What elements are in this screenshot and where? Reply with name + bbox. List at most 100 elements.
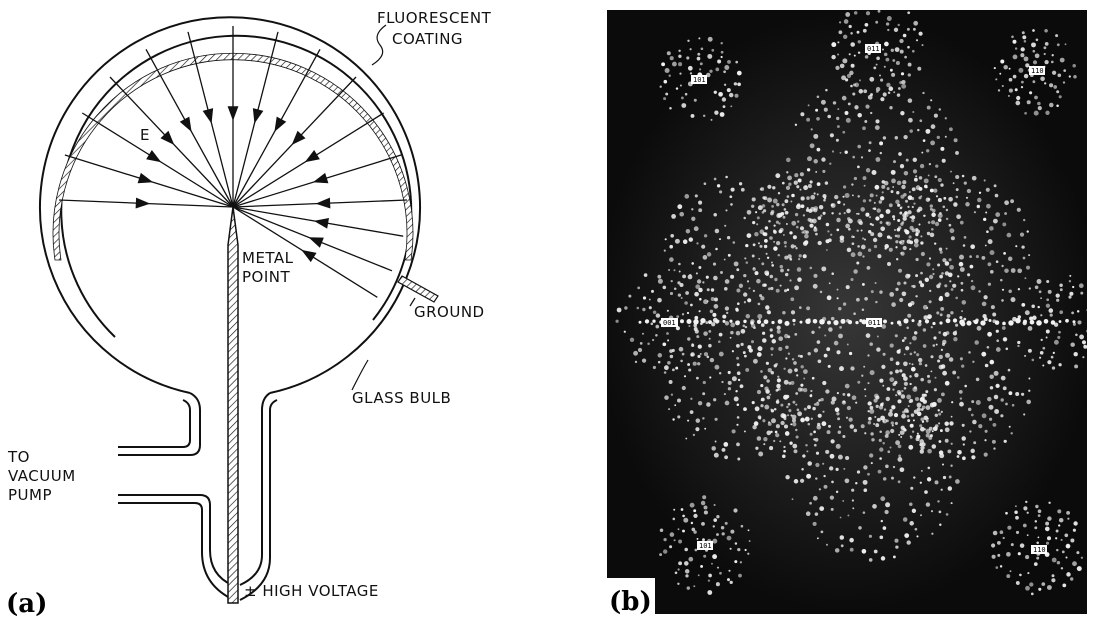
ion-spot (1005, 402, 1008, 406)
ion-spot (815, 477, 818, 480)
ion-spot (806, 207, 809, 210)
ion-spot (895, 246, 898, 249)
ion-spot (675, 87, 679, 90)
ion-spot (693, 323, 697, 328)
ion-spot (983, 317, 988, 322)
ion-spot (882, 477, 887, 481)
ion-spot (680, 297, 683, 299)
ion-spot (858, 89, 864, 94)
ion-spot (919, 424, 923, 428)
ion-spot (701, 521, 705, 526)
ion-spot (936, 135, 940, 140)
ion-spot (938, 296, 943, 302)
ion-spot (823, 484, 828, 489)
ion-spot (909, 502, 913, 507)
ion-spot (915, 175, 918, 178)
ion-spot (860, 424, 865, 429)
ion-spot (752, 289, 756, 293)
ion-spot (814, 437, 819, 442)
ion-spot (942, 205, 946, 209)
ion-spot (831, 54, 836, 60)
ion-spot (929, 188, 934, 193)
ion-spot (690, 521, 694, 525)
ion-spot (989, 417, 993, 421)
ion-spot (877, 469, 882, 474)
ion-spot (707, 53, 713, 59)
ion-spot (685, 437, 688, 440)
ion-spot (763, 196, 768, 201)
ion-spot (791, 414, 797, 420)
ion-spot (899, 211, 903, 215)
field-arrowhead (291, 130, 306, 146)
ion-spot (734, 93, 739, 98)
ion-spot (870, 111, 873, 115)
ion-spot (920, 417, 924, 422)
ion-spot (850, 366, 855, 371)
ion-spot (890, 421, 894, 425)
ion-spot (680, 508, 684, 511)
ion-spot (849, 70, 854, 76)
ion-spot (919, 449, 925, 454)
ion-spot (1068, 75, 1071, 78)
ion-spot (714, 110, 719, 115)
ion-spot (1049, 83, 1054, 88)
ion-spot (684, 92, 688, 96)
ion-spot (755, 446, 759, 450)
svg-text:101: 101 (693, 76, 706, 84)
ion-spot (791, 498, 794, 501)
ion-spot (944, 261, 950, 266)
ion-spot (816, 424, 822, 430)
ion-spot (971, 400, 975, 404)
ion-spot (1023, 56, 1029, 62)
ion-spot (923, 393, 927, 397)
ion-spot (829, 466, 834, 471)
ion-spot (1015, 581, 1020, 585)
field-arrowhead (227, 106, 239, 121)
ion-spot (816, 147, 821, 152)
ion-spot (771, 320, 775, 325)
ion-spot (941, 392, 945, 397)
ion-spot (869, 76, 875, 82)
ion-spot (648, 298, 651, 301)
ion-spot (1053, 322, 1059, 327)
ion-spot (868, 149, 871, 152)
ion-spot (830, 507, 834, 511)
ion-spot (1002, 337, 1008, 342)
ion-spot-pattern (615, 10, 1087, 596)
ion-spot (861, 374, 864, 377)
ion-spot (764, 226, 769, 230)
ion-spot (806, 473, 812, 479)
ion-spot (689, 502, 695, 508)
ion-spot (860, 156, 864, 159)
svg-text:011: 011 (868, 319, 881, 327)
ion-spot (679, 211, 685, 217)
ion-spot (940, 146, 945, 151)
ion-spot (680, 319, 684, 324)
ion-spot (916, 407, 921, 412)
ion-spot (908, 117, 913, 123)
ion-spot (965, 202, 970, 207)
ion-spot (927, 374, 930, 378)
ion-spot (655, 324, 660, 329)
ion-spot (903, 428, 907, 432)
ion-spot (692, 361, 697, 366)
ion-spot (1005, 511, 1008, 515)
ion-spot (935, 343, 938, 346)
ion-spot (765, 389, 770, 394)
ion-spot (773, 240, 776, 243)
ion-spot (811, 376, 815, 380)
ion-spot (882, 48, 884, 51)
ion-spot (663, 79, 668, 84)
ion-spot (840, 318, 846, 324)
ion-spot (771, 264, 774, 267)
ion-spot (806, 450, 809, 453)
ground-label: GROUND (414, 303, 485, 321)
ion-spot (955, 188, 959, 192)
ion-spot (663, 371, 667, 374)
ion-spot (691, 216, 696, 221)
field-ion-microscope-diagram: FLUORESCENT COATING E METAL POINT GROUND… (6, 9, 491, 619)
ion-spot (1014, 510, 1018, 515)
ion-spot (780, 413, 786, 419)
ion-spot (857, 251, 863, 257)
ion-spot (641, 358, 647, 363)
